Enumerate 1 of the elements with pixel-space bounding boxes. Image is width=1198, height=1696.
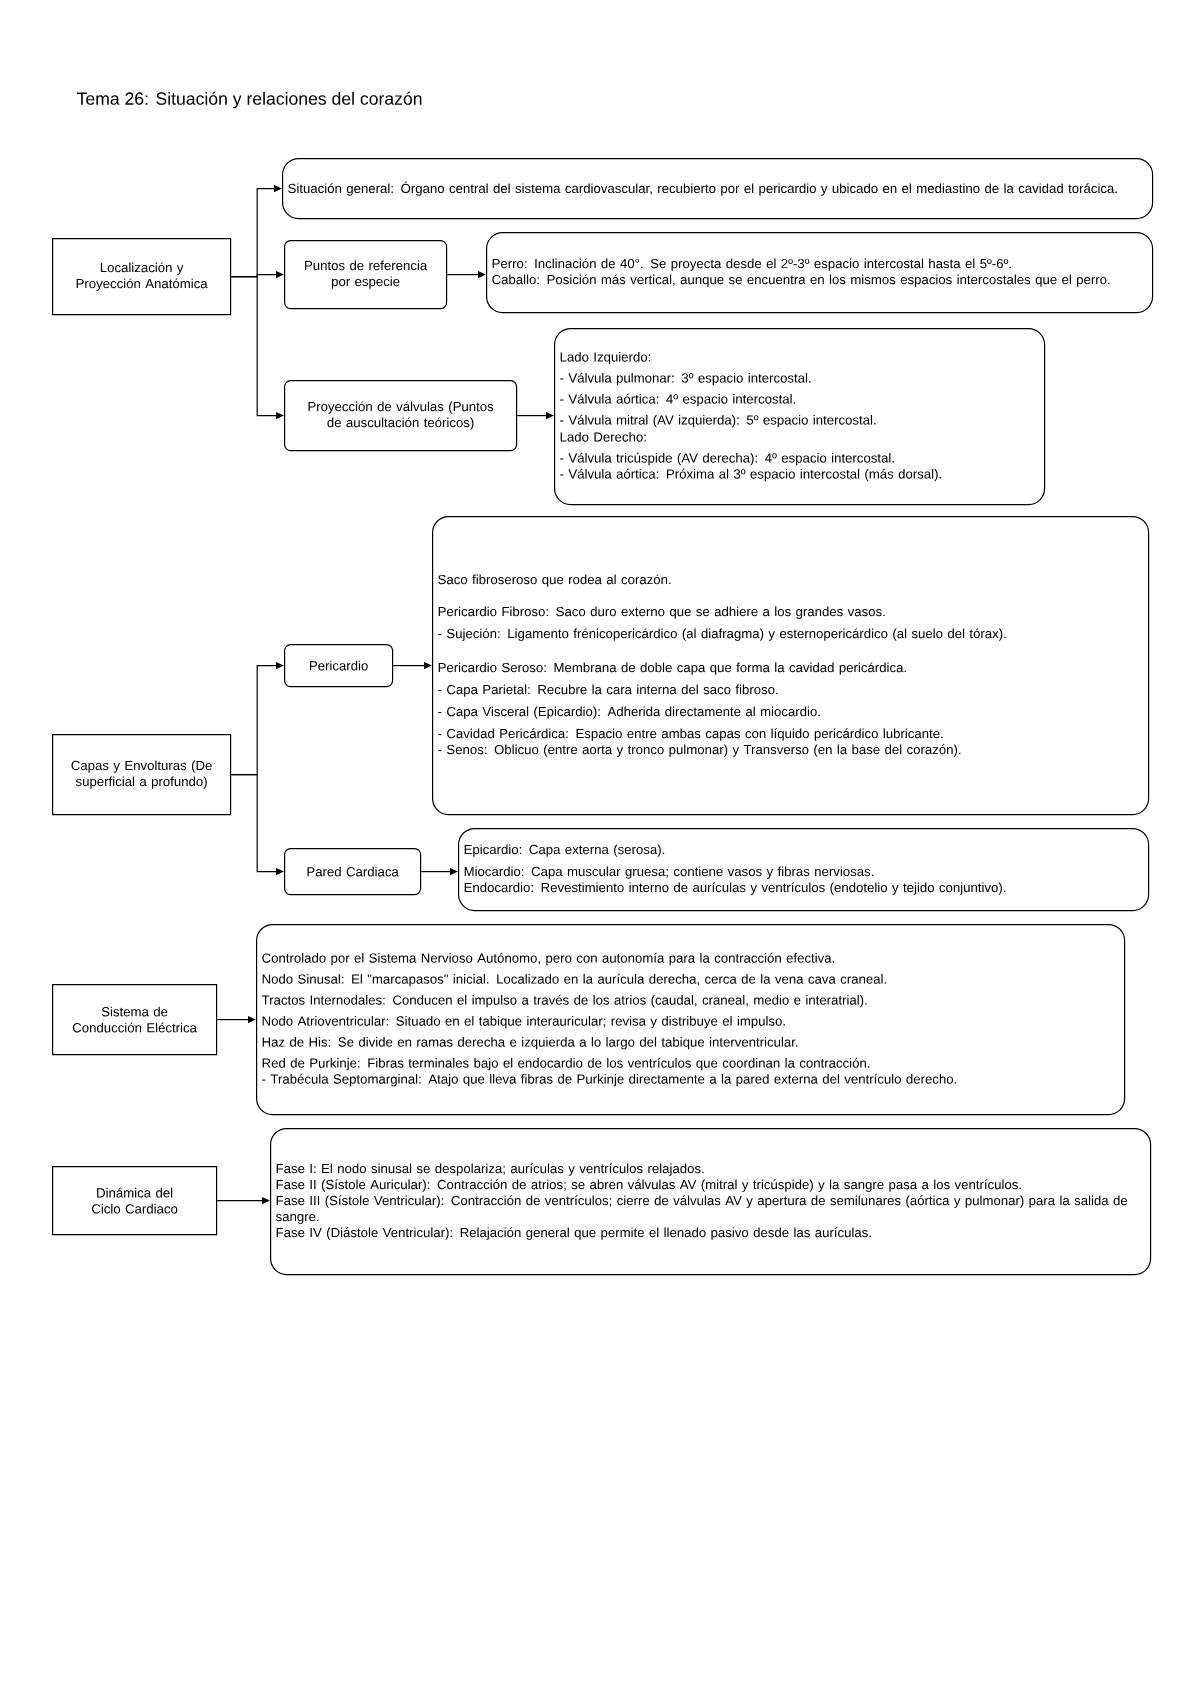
- title: Tema 26: Situación y relaciones del corazón: [77, 91, 422, 109]
